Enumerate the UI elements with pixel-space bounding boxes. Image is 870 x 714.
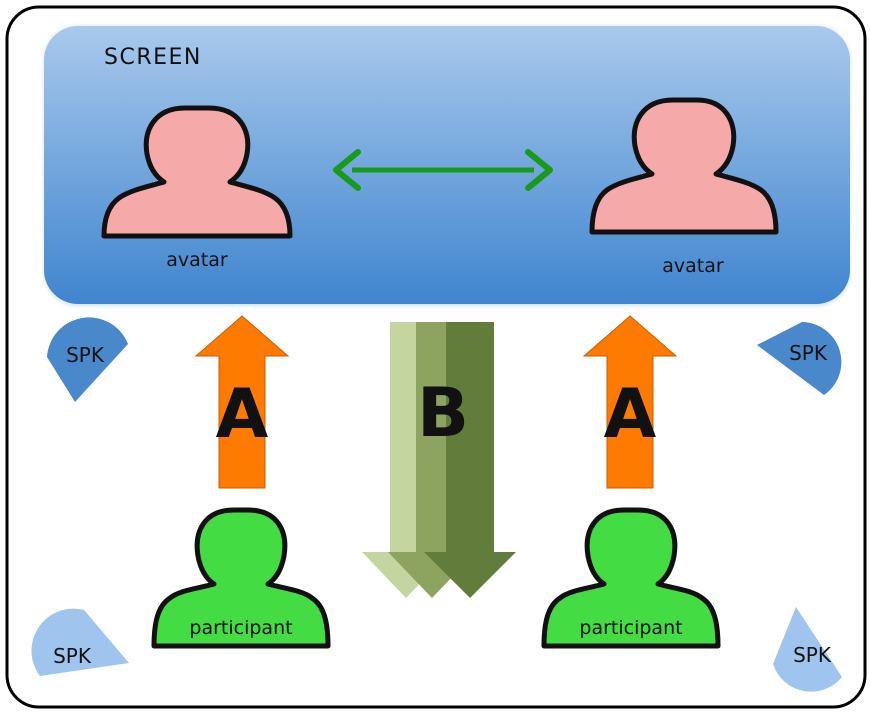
avatar-left: avatar [101, 105, 293, 271]
flow-b-arrow-mid [388, 322, 476, 598]
speaker-icon [31, 608, 129, 676]
avatar-right: avatar [589, 97, 779, 277]
screen-label: SCREEN [104, 45, 202, 70]
participant-left: participant [151, 507, 331, 649]
participant-right-figure [541, 507, 721, 649]
participant-left-figure [151, 507, 331, 649]
avatar-right-label: avatar [662, 255, 724, 277]
avatar-right-figure [589, 97, 779, 235]
speaker-bottom-right: SPK [773, 607, 842, 692]
flow-a-left-label: A [216, 375, 269, 454]
avatar-left-figure [101, 105, 293, 239]
participant-right: participant [541, 507, 721, 649]
flow-a-left-arrow: A [194, 315, 290, 489]
avatar-left-label: avatar [166, 249, 228, 271]
speaker-icon [773, 607, 842, 692]
speaker-top-left: SPK [47, 317, 128, 402]
speaker-bottom-left-label: SPK [53, 644, 92, 668]
flow-b-label: B [417, 374, 469, 453]
flow-a-right-label: A [604, 375, 657, 454]
speaker-top-left-label: SPK [66, 343, 105, 367]
flow-b-arrow-dark [424, 322, 516, 598]
speaker-top-right: SPK [757, 322, 842, 395]
flow-b-arrow-light [362, 322, 450, 598]
speaker-bottom-left: SPK [31, 608, 129, 676]
participant-right-label: participant [579, 617, 682, 639]
speaker-icon [757, 322, 842, 395]
participant-left-label: participant [189, 617, 292, 639]
speaker-icon [47, 317, 128, 402]
flow-a-right-arrow: A [582, 315, 678, 489]
flow-b-arrow: B [362, 322, 516, 598]
speaker-bottom-right-label: SPK [793, 643, 832, 667]
double-arrow-icon [333, 149, 553, 191]
speaker-top-right-label: SPK [789, 341, 828, 365]
